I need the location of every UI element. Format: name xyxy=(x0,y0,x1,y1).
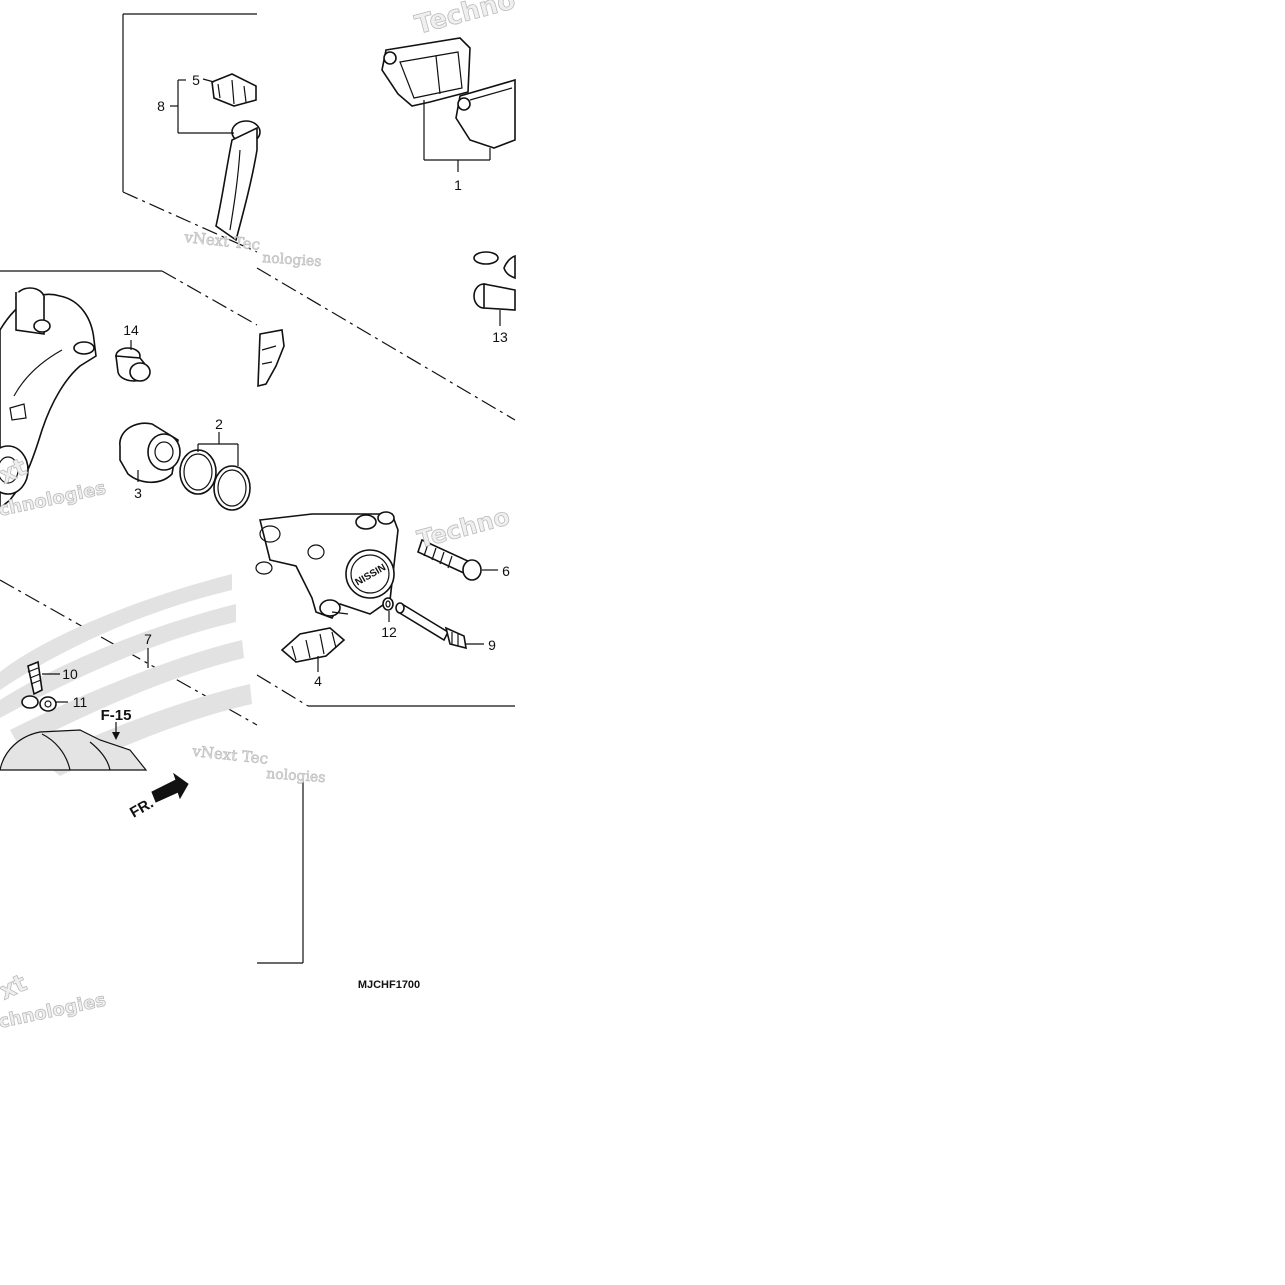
callout-7: 7 xyxy=(144,631,152,647)
pad-spring xyxy=(211,73,257,107)
dust-seal xyxy=(115,347,151,382)
callout-12: 12 xyxy=(381,624,397,640)
caliper-bracket xyxy=(215,120,261,242)
watermark-3: nologies xyxy=(262,250,322,270)
watermark-9: xt xyxy=(0,969,31,1006)
pad-retainer xyxy=(280,627,346,663)
caliper-body: NISSIN xyxy=(255,511,399,619)
callout-labels: 1 2 3 4 5 6 7 8 9 10 11 12 13 14 xyxy=(62,72,510,710)
callout-2: 2 xyxy=(215,416,223,432)
direction-label: FR. xyxy=(127,795,156,822)
callout-9: 9 xyxy=(488,637,496,653)
caliper-bolt xyxy=(473,251,516,311)
caliper-piston xyxy=(119,422,181,484)
callout-11: 11 xyxy=(73,694,88,710)
bleeder-screw xyxy=(27,660,43,696)
leader-lines xyxy=(42,78,501,740)
front-direction-arrow xyxy=(151,772,189,803)
callout-14: 14 xyxy=(123,322,139,338)
callout-3: 3 xyxy=(134,485,142,501)
watermark-1: Techno xyxy=(412,0,519,41)
bracket-fragment xyxy=(257,329,285,388)
watermark-7: vNext Tec xyxy=(191,742,269,768)
callout-4: 4 xyxy=(314,673,322,689)
caliper-bracket-body xyxy=(0,287,97,510)
reference-label: F-15 xyxy=(101,707,132,724)
callout-8: 8 xyxy=(157,98,165,114)
callout-5: 5 xyxy=(192,72,200,88)
washer xyxy=(382,597,394,611)
piston-seal-set xyxy=(179,449,251,511)
watermark-2: vNext Tec xyxy=(183,228,261,254)
callout-6: 6 xyxy=(502,563,510,579)
watermark-6: Techno xyxy=(414,502,512,553)
watermarks: Techno vNext Tec nologies xt chnologies … xyxy=(0,0,519,1033)
callout-10: 10 xyxy=(62,666,78,682)
reference-caliper xyxy=(0,729,148,771)
watermark-8: nologies xyxy=(266,766,326,786)
slide-pin xyxy=(417,538,482,581)
pad-pin xyxy=(395,602,467,650)
diagram-code: MJCHF1700 xyxy=(358,979,420,991)
callout-13: 13 xyxy=(492,329,508,345)
bleeder-cap xyxy=(21,695,57,712)
brake-pad-set xyxy=(381,37,516,149)
callout-1: 1 xyxy=(454,177,462,193)
